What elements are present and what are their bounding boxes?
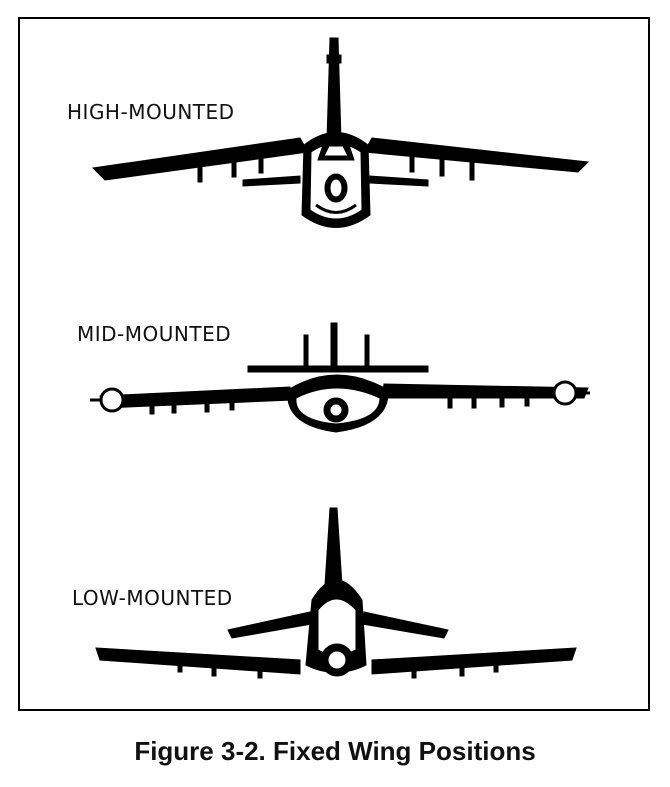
label-high-mounted: HIGH-MOUNTED	[67, 100, 235, 124]
figure-caption: Figure 3-2. Fixed Wing Positions	[134, 736, 536, 766]
low-mounted-aircraft	[95, 507, 577, 679]
figure-frame	[18, 17, 650, 711]
label-low-mounted: LOW-MOUNTED	[72, 586, 233, 610]
label-mid-mounted: MID-MOUNTED	[77, 322, 232, 346]
mid-mounted-aircraft	[90, 322, 590, 433]
high-mounted-aircraft	[91, 37, 590, 228]
